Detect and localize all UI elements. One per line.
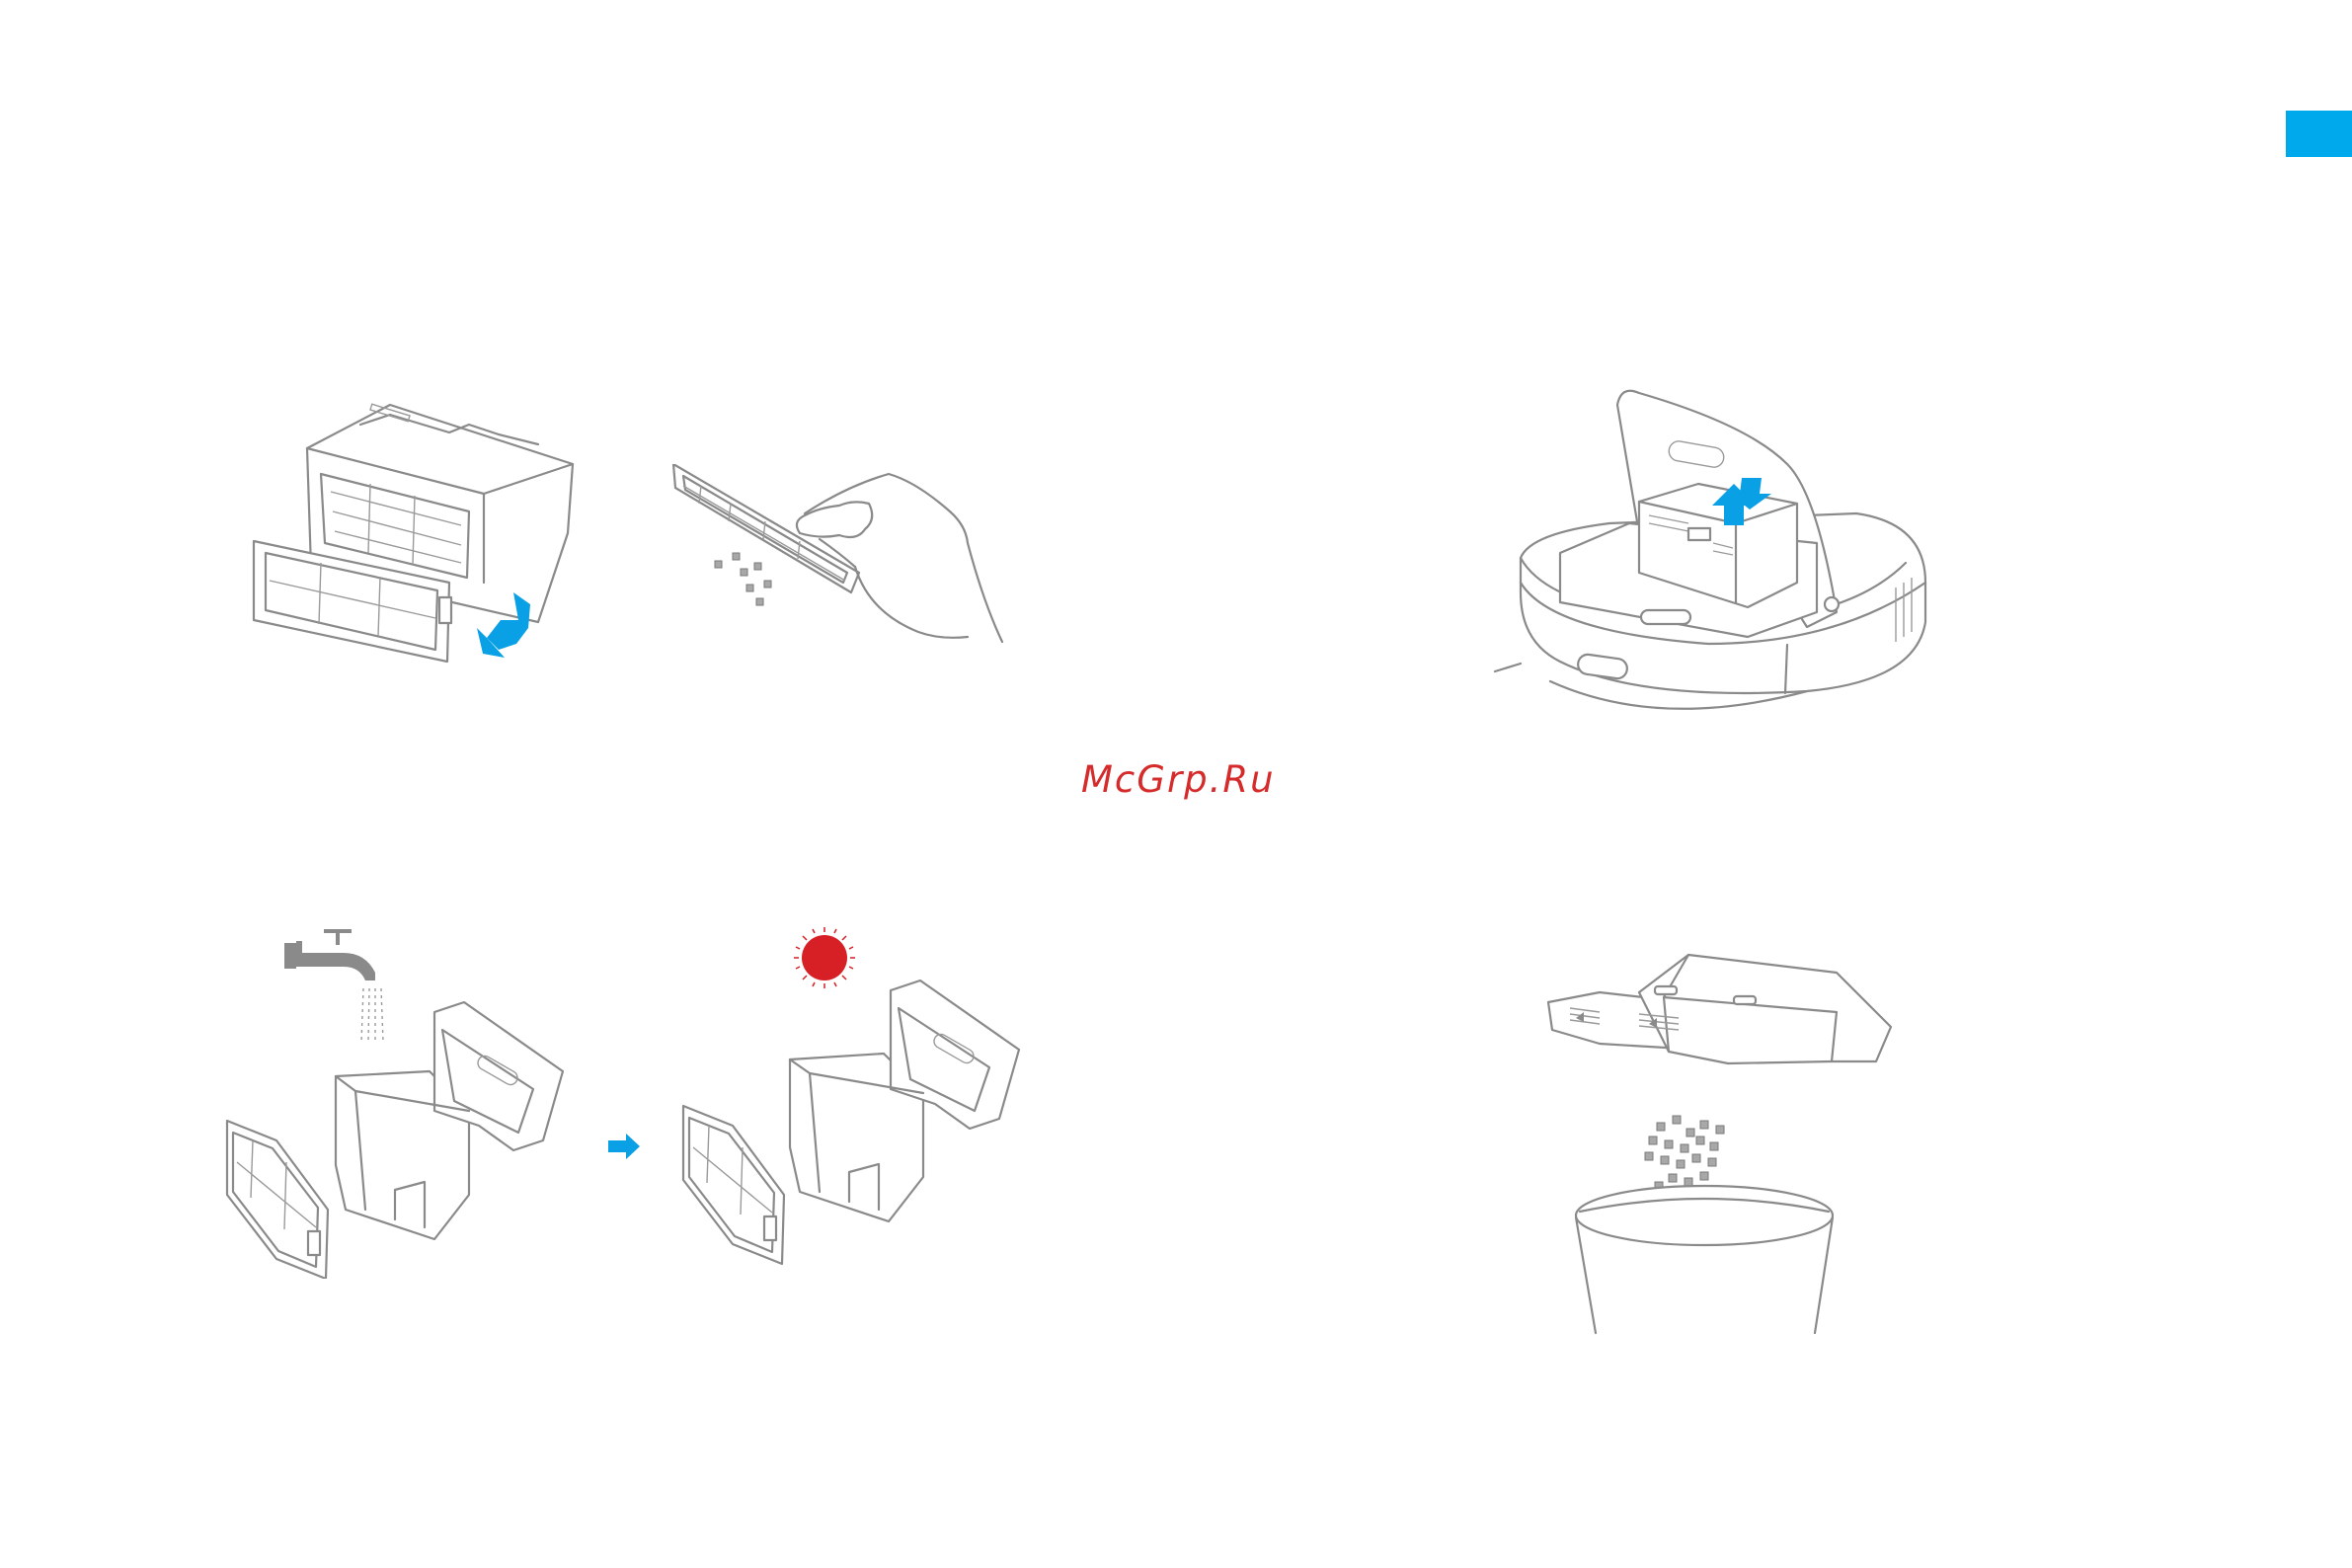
section-tab [2286, 111, 2352, 157]
robot-dustbin-lift-icon [1491, 385, 1935, 760]
trash-can-icon [1540, 953, 1906, 1338]
empty-dustbin-illustration [1540, 953, 1906, 1338]
next-step-arrow [606, 1134, 642, 1159]
filter-removal-illustration [242, 395, 588, 681]
tap-filter-illustration [671, 464, 1007, 662]
sun-icon [671, 923, 1027, 1298]
arrow-right-icon [606, 1134, 642, 1159]
hand-tapping-filter-icon [671, 464, 1007, 662]
rinse-bin-illustration [217, 913, 573, 1279]
filter-removal-icon [242, 395, 588, 681]
water-tap-icon [217, 913, 573, 1279]
watermark-text: McGrp.Ru [1081, 758, 1276, 801]
robot-lid-open-illustration [1491, 385, 1935, 760]
sun-dry-illustration [671, 923, 1027, 1298]
